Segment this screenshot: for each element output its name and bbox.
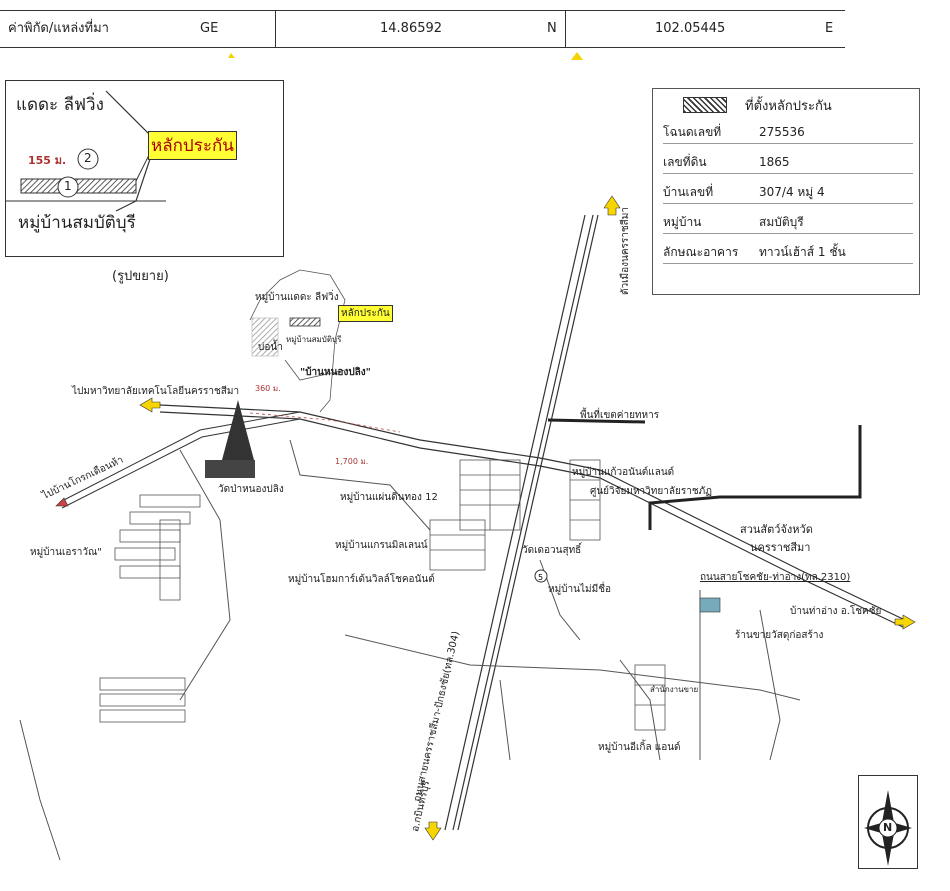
legend-panel: ที่ตั้งหลักประกัน โฉนดเลขที่275536 เลขที…	[652, 88, 920, 295]
header-marker-1	[228, 53, 235, 58]
inset-distance: 155 ม.	[28, 154, 67, 167]
label-collateral-small: หลักประกัน	[338, 305, 393, 322]
village-blocks-west	[99, 494, 201, 723]
label-village-aerawan: หมู่บ้านเอราวัณ"	[30, 547, 102, 558]
temple-icon	[205, 400, 255, 478]
label-road-2310: ถนนสายโชคชัย-ท่าอ่าง(ทล.2310)	[700, 572, 851, 583]
label-village-sombat: หมู่บ้านสมบัติบุรี	[286, 335, 342, 344]
military-border	[547, 418, 862, 530]
label-office: สำนักงานขาย	[650, 685, 699, 694]
legend-row: โฉนดเลขที่275536	[663, 121, 913, 144]
label-research-center: ศูนย์วิจัยมหาวิทยาลัยราชภัฏ	[590, 486, 712, 497]
label-shop: ร้านขายวัสดุก่อสร้าง	[735, 630, 824, 641]
road-southwest	[59, 411, 301, 509]
village-blocks-center	[429, 459, 666, 731]
label-to-tech-college: ไปมหาวิทยาลัยเทคโนโลยีนครราชสีมา	[72, 386, 240, 397]
label-village-phaendin: หมู่บ้านแผ่นดินทอง 12	[340, 492, 438, 503]
label-zoo-2: นครราชสีมา	[750, 541, 811, 554]
label-village-grand: หมู่บ้านแกรนมิลเลนน์	[335, 540, 428, 551]
secondary-roads	[19, 439, 801, 861]
label-dental: วัดเดอวนสุทธิ์	[522, 545, 582, 556]
label-military: พื้นที่เขตค่ายทหาร	[580, 410, 660, 421]
label-village-home: หมู่บ้านโฮมการ์เด้นวิลล์โชคอนันต์	[288, 574, 435, 585]
inset-collateral-label: หลักประกัน	[148, 131, 237, 160]
longitude-direction: E	[825, 21, 834, 36]
label-village-daddy: หมู่บ้านแดดะ ลีฟวิ่ง	[255, 292, 339, 303]
label-pond: บ่อน้ำ	[258, 342, 283, 353]
inset-village-bottom: หมู่บ้านสมบัติบุรี	[18, 213, 136, 233]
coordinate-field-label: ค่าพิกัด/แหล่งที่มา	[8, 21, 109, 36]
label-ban-thaang: บ้านท่าอ่าง อ.โชคชัย	[790, 606, 882, 617]
legend-swatch-label: ที่ตั้งหลักประกัน	[745, 99, 832, 114]
arrow-to-kabin	[424, 821, 442, 841]
legend-swatch	[683, 97, 727, 113]
label-dist-1700: 1,700 ม.	[335, 457, 369, 466]
distance-1700-line	[249, 412, 401, 433]
coordinate-header: ค่าพิกัด/แหล่งที่มา GE 14.86592 N 102.05…	[0, 10, 845, 48]
label-village-nameless: หมู่บ้านไม่มีชื่อ	[548, 584, 611, 595]
inset-enlarged-map: แดดะ ลีฟวิ่ง หลักประกัน 155 ม. 2 1 หมู่บ…	[5, 80, 284, 257]
label-zoo-1: สวนสัตว์จังหวัด	[740, 523, 813, 536]
shop-marker	[699, 597, 721, 613]
latitude-direction: N	[547, 21, 557, 36]
compass-rose: N	[858, 775, 918, 869]
label-ban-nongpling: "บ้านหนองปลิง"	[300, 367, 371, 378]
inset-village-top: แดดะ ลีฟวิ่ง	[16, 95, 104, 115]
label-wat: วัดป่าหนองปลิง	[218, 484, 284, 495]
label-village-eagle: หมู่บ้านอีเกิ้ล แอนด์	[598, 742, 681, 753]
header-marker-2	[571, 52, 583, 60]
arrow-to-tech-college	[139, 397, 161, 413]
arrow-to-friendship	[55, 497, 69, 507]
latitude-value: 14.86592	[380, 21, 443, 36]
longitude-value: 102.05445	[655, 21, 726, 36]
highway-304	[444, 214, 599, 831]
map-marker-5	[534, 569, 548, 583]
nongpling-village-area	[249, 269, 346, 413]
arrow-to-thaang	[894, 614, 916, 630]
coordinate-source: GE	[200, 21, 219, 36]
inset-caption: (รูปขยาย)	[112, 269, 169, 284]
inset-marker-2: 2	[84, 151, 92, 165]
legend-row: ลักษณะอาคารทาวน์เฮ้าส์ 1 ชั้น	[663, 241, 913, 264]
collateral-marker-small	[289, 317, 321, 327]
label-dist-small: 360 ม.	[255, 384, 281, 393]
arrow-to-nakhon	[603, 195, 621, 216]
road-nongpling	[159, 404, 906, 629]
legend-row: หมู่บ้านสมบัติบุรี	[663, 211, 913, 234]
legend-row: บ้านเลขที่307/4 หมู่ 4	[663, 181, 913, 204]
svg-text:5: 5	[538, 573, 543, 582]
label-village-kaew: หมู่บ้านแก้วอนันต์แลนด์	[572, 467, 675, 478]
inset-marker-1: 1	[64, 179, 72, 193]
compass-n-label: N	[883, 821, 893, 834]
label-to-nakhon: ตัวเมืองนครราชสีมา	[620, 207, 631, 295]
